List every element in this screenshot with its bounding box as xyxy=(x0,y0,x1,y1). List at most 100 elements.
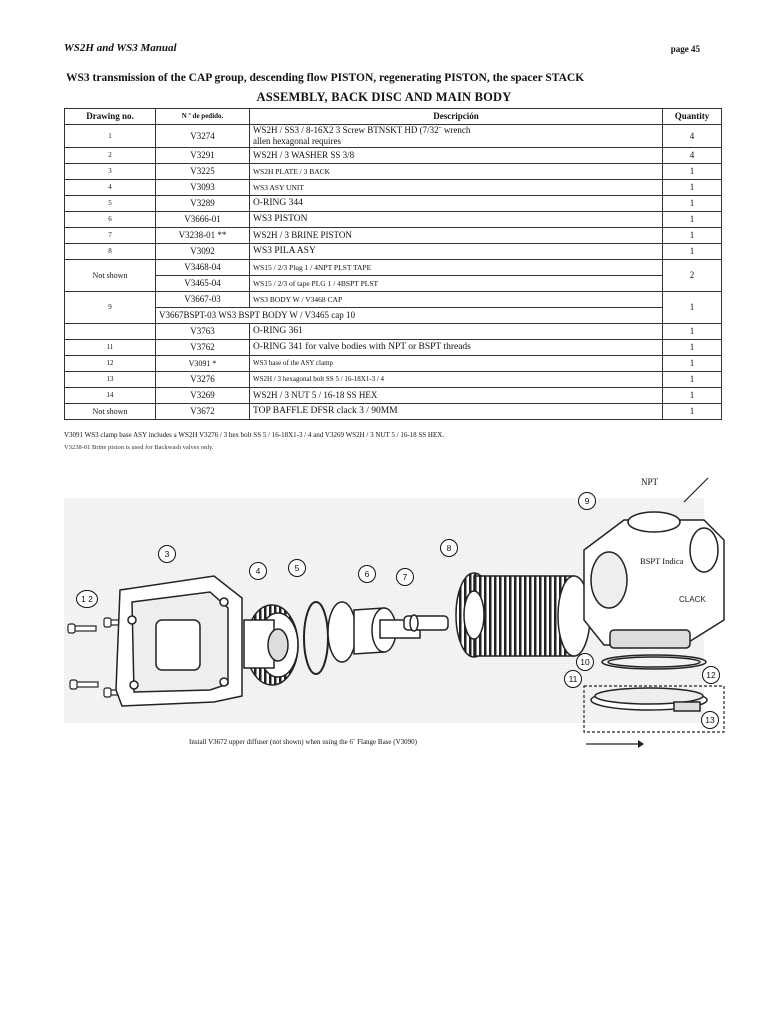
callout-13: 13 xyxy=(701,711,719,729)
order-no-cell: V3276 xyxy=(155,371,250,388)
order-no-cell: V3238-01 ** xyxy=(155,227,250,244)
description-cell: WS3 BODY W / V3468 CAP xyxy=(249,291,663,308)
drawing-no-cell: 1 xyxy=(64,124,156,148)
quantity-cell: 1 xyxy=(662,339,722,356)
order-no-cell: V3091 * xyxy=(155,355,250,372)
description-cell: O-RING 361 xyxy=(249,323,663,340)
order-no-cell: V3269 xyxy=(155,387,250,404)
quantity-cell: 1 xyxy=(662,179,722,196)
quantity-cell: 1 xyxy=(662,323,722,340)
description-cell: WS15 / 2/3 Plug 1 / 4NPT PLST TAPE xyxy=(249,259,663,276)
order-no-cell: V3666-01 xyxy=(155,211,250,228)
npt-label: NPT xyxy=(641,477,659,487)
drawing-no-cell: Not shown xyxy=(64,403,156,420)
order-no-cell: V3291 xyxy=(155,147,250,164)
quantity-cell: 1 xyxy=(662,163,722,180)
description-cell: WS2H / 3 BRINE PISTON xyxy=(249,227,663,244)
section-subtitle: ASSEMBLY, BACK DISC AND MAIN BODY xyxy=(256,90,512,104)
exploded-assembly-diagram: CLACK xyxy=(64,477,725,748)
order-no-cell: V3092 xyxy=(155,243,250,260)
drawing-no-cell: Not shown xyxy=(64,259,156,292)
table-row: 4 V3093 WS3 ASY UNIT 1 xyxy=(64,179,722,196)
description-line-1: WS2H / SS3 / 8-16X2 3 Screw BTNSKT HD (7… xyxy=(253,125,471,135)
drawing-no-cell: 5 xyxy=(64,195,156,212)
description-cell: TOP BAFFLE DFSR clack 3 / 90MM xyxy=(249,403,663,420)
callout-9: 9 xyxy=(578,492,596,510)
parts-table: Drawing no. N º de pedido. Descripción Q… xyxy=(64,108,722,420)
description-cell: WS2H PLATE / 3 BACK xyxy=(249,163,663,180)
description-cell: WS3 ASY UNIT xyxy=(249,179,663,196)
order-no-cell: V3672 xyxy=(155,403,250,420)
table-row: Not shown V3468-04 WS15 / 2/3 Plug 1 / 4… xyxy=(64,259,722,292)
header-description: Descripción xyxy=(249,108,663,125)
order-no-cell: V3093 xyxy=(155,179,250,196)
brine-piston-icon xyxy=(403,614,449,632)
page-number: page 45 xyxy=(670,44,700,54)
table-row: 6 V3666-01 WS3 PISTON 1 xyxy=(64,211,722,228)
drawing-no-cell: 7 xyxy=(64,227,156,244)
table-row: V3667BSPT-03 WS3 BSPT BODY W / V3465 cap… xyxy=(65,307,722,324)
description-cell: WS2H / SS3 / 8-16X2 3 Screw BTNSKT HD (7… xyxy=(249,124,663,148)
table-header-row: Drawing no. N º de pedido. Descripción Q… xyxy=(64,108,722,125)
order-no-cell: V3468-04 xyxy=(155,259,250,276)
main-body-icon: CLACK xyxy=(583,511,725,649)
header-drawing-no: Drawing no. xyxy=(64,108,156,125)
drawing-no-cell: 14 xyxy=(64,387,156,404)
table-row: 3 V3225 WS2H PLATE / 3 BACK 1 xyxy=(64,163,722,180)
drawing-no-cell: 4 xyxy=(64,179,156,196)
table-row: 12 V3091 * WS3 base of the ASY clamp 1 xyxy=(64,355,722,372)
drawing-no-cell: 8 xyxy=(64,243,156,260)
order-no-cell: V3762 xyxy=(155,339,250,356)
footnote-brine-piston: V3238-01 Brine piston is used for Backwa… xyxy=(64,444,214,451)
footnote-clamp: V3091 WS3 clamp base ASY includes a WS2H… xyxy=(64,431,445,439)
order-no-cell: V3225 xyxy=(155,163,250,180)
order-no-cell: V3763 xyxy=(155,323,250,340)
quantity-cell: 4 xyxy=(662,124,722,148)
description-cell: WS3 base of the ASY clamp xyxy=(249,355,663,372)
table-row: 8 V3092 WS3 PILA ASY 1 xyxy=(64,243,722,260)
drawing-no-cell xyxy=(64,323,156,340)
description-line-2: allen hexagonal requires xyxy=(253,136,341,146)
quantity-cell: 1 xyxy=(662,291,722,324)
back-plate-icon xyxy=(115,575,243,707)
description-cell: O-RING 344 xyxy=(249,195,663,212)
drawing-no-cell: 11 xyxy=(64,339,156,356)
header-order-no: N º de pedido. xyxy=(155,108,250,125)
quantity-cell: 1 xyxy=(662,387,722,404)
table-row: 9 V3667-03 WS3 BODY W / V3468 CAP 1 xyxy=(64,291,722,324)
quantity-cell: 1 xyxy=(662,243,722,260)
section-title: WS3 transmission of the CAP group, desce… xyxy=(66,72,585,84)
callout-10: 10 xyxy=(576,653,594,671)
drawing-no-cell: 9 xyxy=(64,291,156,324)
drawing-no-cell: 3 xyxy=(64,163,156,180)
drawing-no-cell: 2 xyxy=(64,147,156,164)
callout-5: 5 xyxy=(288,559,306,577)
quantity-cell: 1 xyxy=(662,403,722,420)
drawing-no-cell: 12 xyxy=(64,355,156,372)
diagram-caption: Install V3672 upper diffuser (not shown)… xyxy=(189,738,417,746)
quantity-cell: 2 xyxy=(662,259,722,292)
drawing-no-cell: 13 xyxy=(64,371,156,388)
callout-3: 3 xyxy=(158,545,176,563)
callout-1-2: 1 2 xyxy=(76,590,98,608)
table-row: 13 V3276 WS2H / 3 hexagonal bolt SS 5 / … xyxy=(64,371,722,388)
quantity-cell: 4 xyxy=(662,147,722,164)
npt-leader-line xyxy=(683,477,709,503)
description-cell: WS2H / 3 NUT 5 / 16-18 SS HEX xyxy=(249,387,663,404)
header-quantity: Quantity xyxy=(662,108,722,125)
table-row: V3465-04 WS15 / 2/3 of tape PLG 1 / 4BSP… xyxy=(65,275,722,292)
order-no-cell: V3465-04 xyxy=(155,275,250,292)
arrow-head-icon xyxy=(638,740,644,748)
quantity-cell: 1 xyxy=(662,195,722,212)
table-row: 11 V3762 O-RING 341 for valve bodies wit… xyxy=(64,339,722,356)
quantity-cell: 1 xyxy=(662,227,722,244)
drive-assembly-icon xyxy=(243,604,299,686)
callout-12: 12 xyxy=(702,666,720,684)
clamp-icon xyxy=(590,687,708,712)
bspt-label: BSPT Indica xyxy=(640,556,684,566)
quantity-cell: 1 xyxy=(662,211,722,228)
description-cell: WS15 / 2/3 of tape PLG 1 / 4BSPT PLST xyxy=(249,275,663,292)
order-no-cell: V3274 xyxy=(155,124,250,148)
description-cell: O-RING 341 for valve bodies with NPT or … xyxy=(249,339,663,356)
table-row: 14 V3269 WS2H / 3 NUT 5 / 16-18 SS HEX 1 xyxy=(64,387,722,404)
